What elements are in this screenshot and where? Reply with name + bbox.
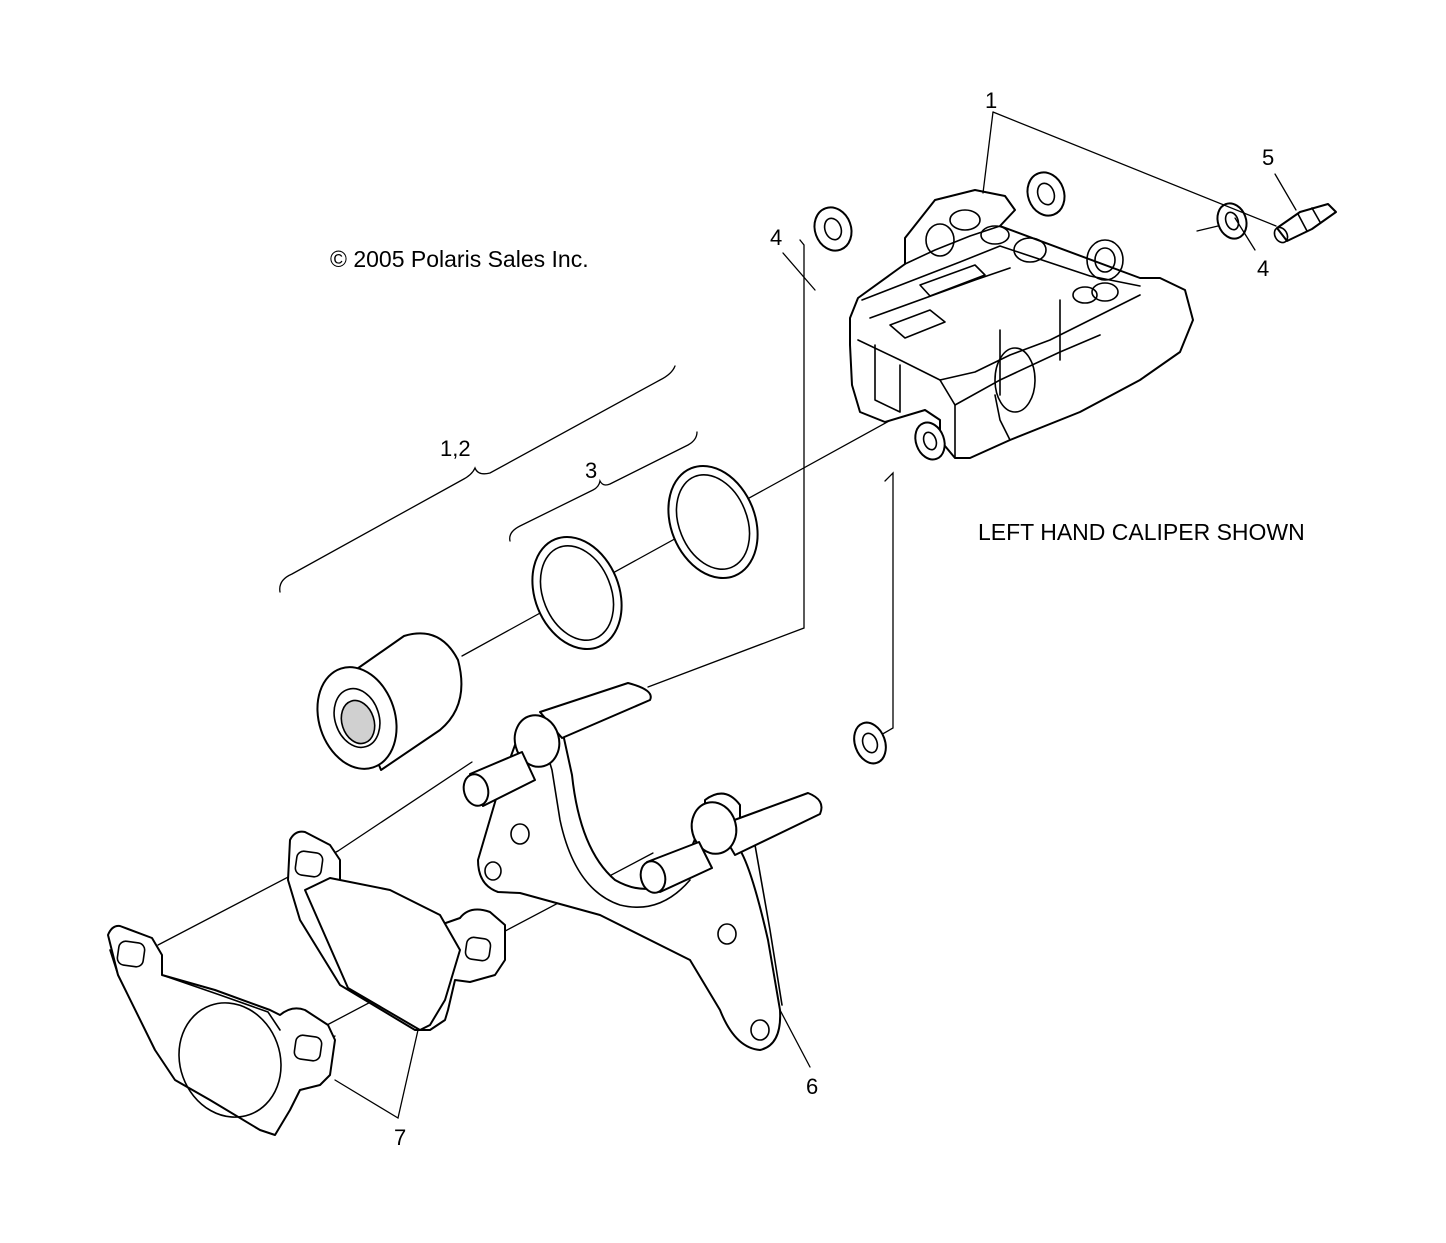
washer-top	[1026, 171, 1066, 217]
callout-4-left: 4	[770, 225, 782, 250]
callout-6: 6	[806, 1074, 818, 1099]
callout-7: 7	[394, 1125, 406, 1150]
callout-3: 3	[585, 458, 597, 483]
piston	[316, 632, 463, 771]
caliper-note: LEFT HAND CALIPER SHOWN	[978, 519, 1305, 545]
brake-pad-rear	[287, 830, 506, 1031]
callout-leaders	[279, 111, 1297, 1120]
seal-rear	[531, 535, 623, 651]
washer-lower	[914, 421, 946, 461]
callout-5: 5	[1262, 145, 1274, 170]
callout-1: 1	[985, 88, 997, 113]
washer-right	[1216, 202, 1248, 240]
caliper-body	[849, 189, 1194, 459]
bleeder-screw	[1273, 203, 1337, 244]
washer-pin	[853, 721, 887, 765]
seal-front	[667, 464, 759, 580]
callout-4-right: 4	[1257, 256, 1269, 281]
washer-left	[813, 206, 853, 252]
mounting-bracket	[462, 682, 823, 1051]
callout-1-2: 1,2	[440, 436, 471, 461]
brake-pad-front	[107, 924, 336, 1136]
copyright-text: © 2005 Polaris Sales Inc.	[330, 246, 589, 272]
